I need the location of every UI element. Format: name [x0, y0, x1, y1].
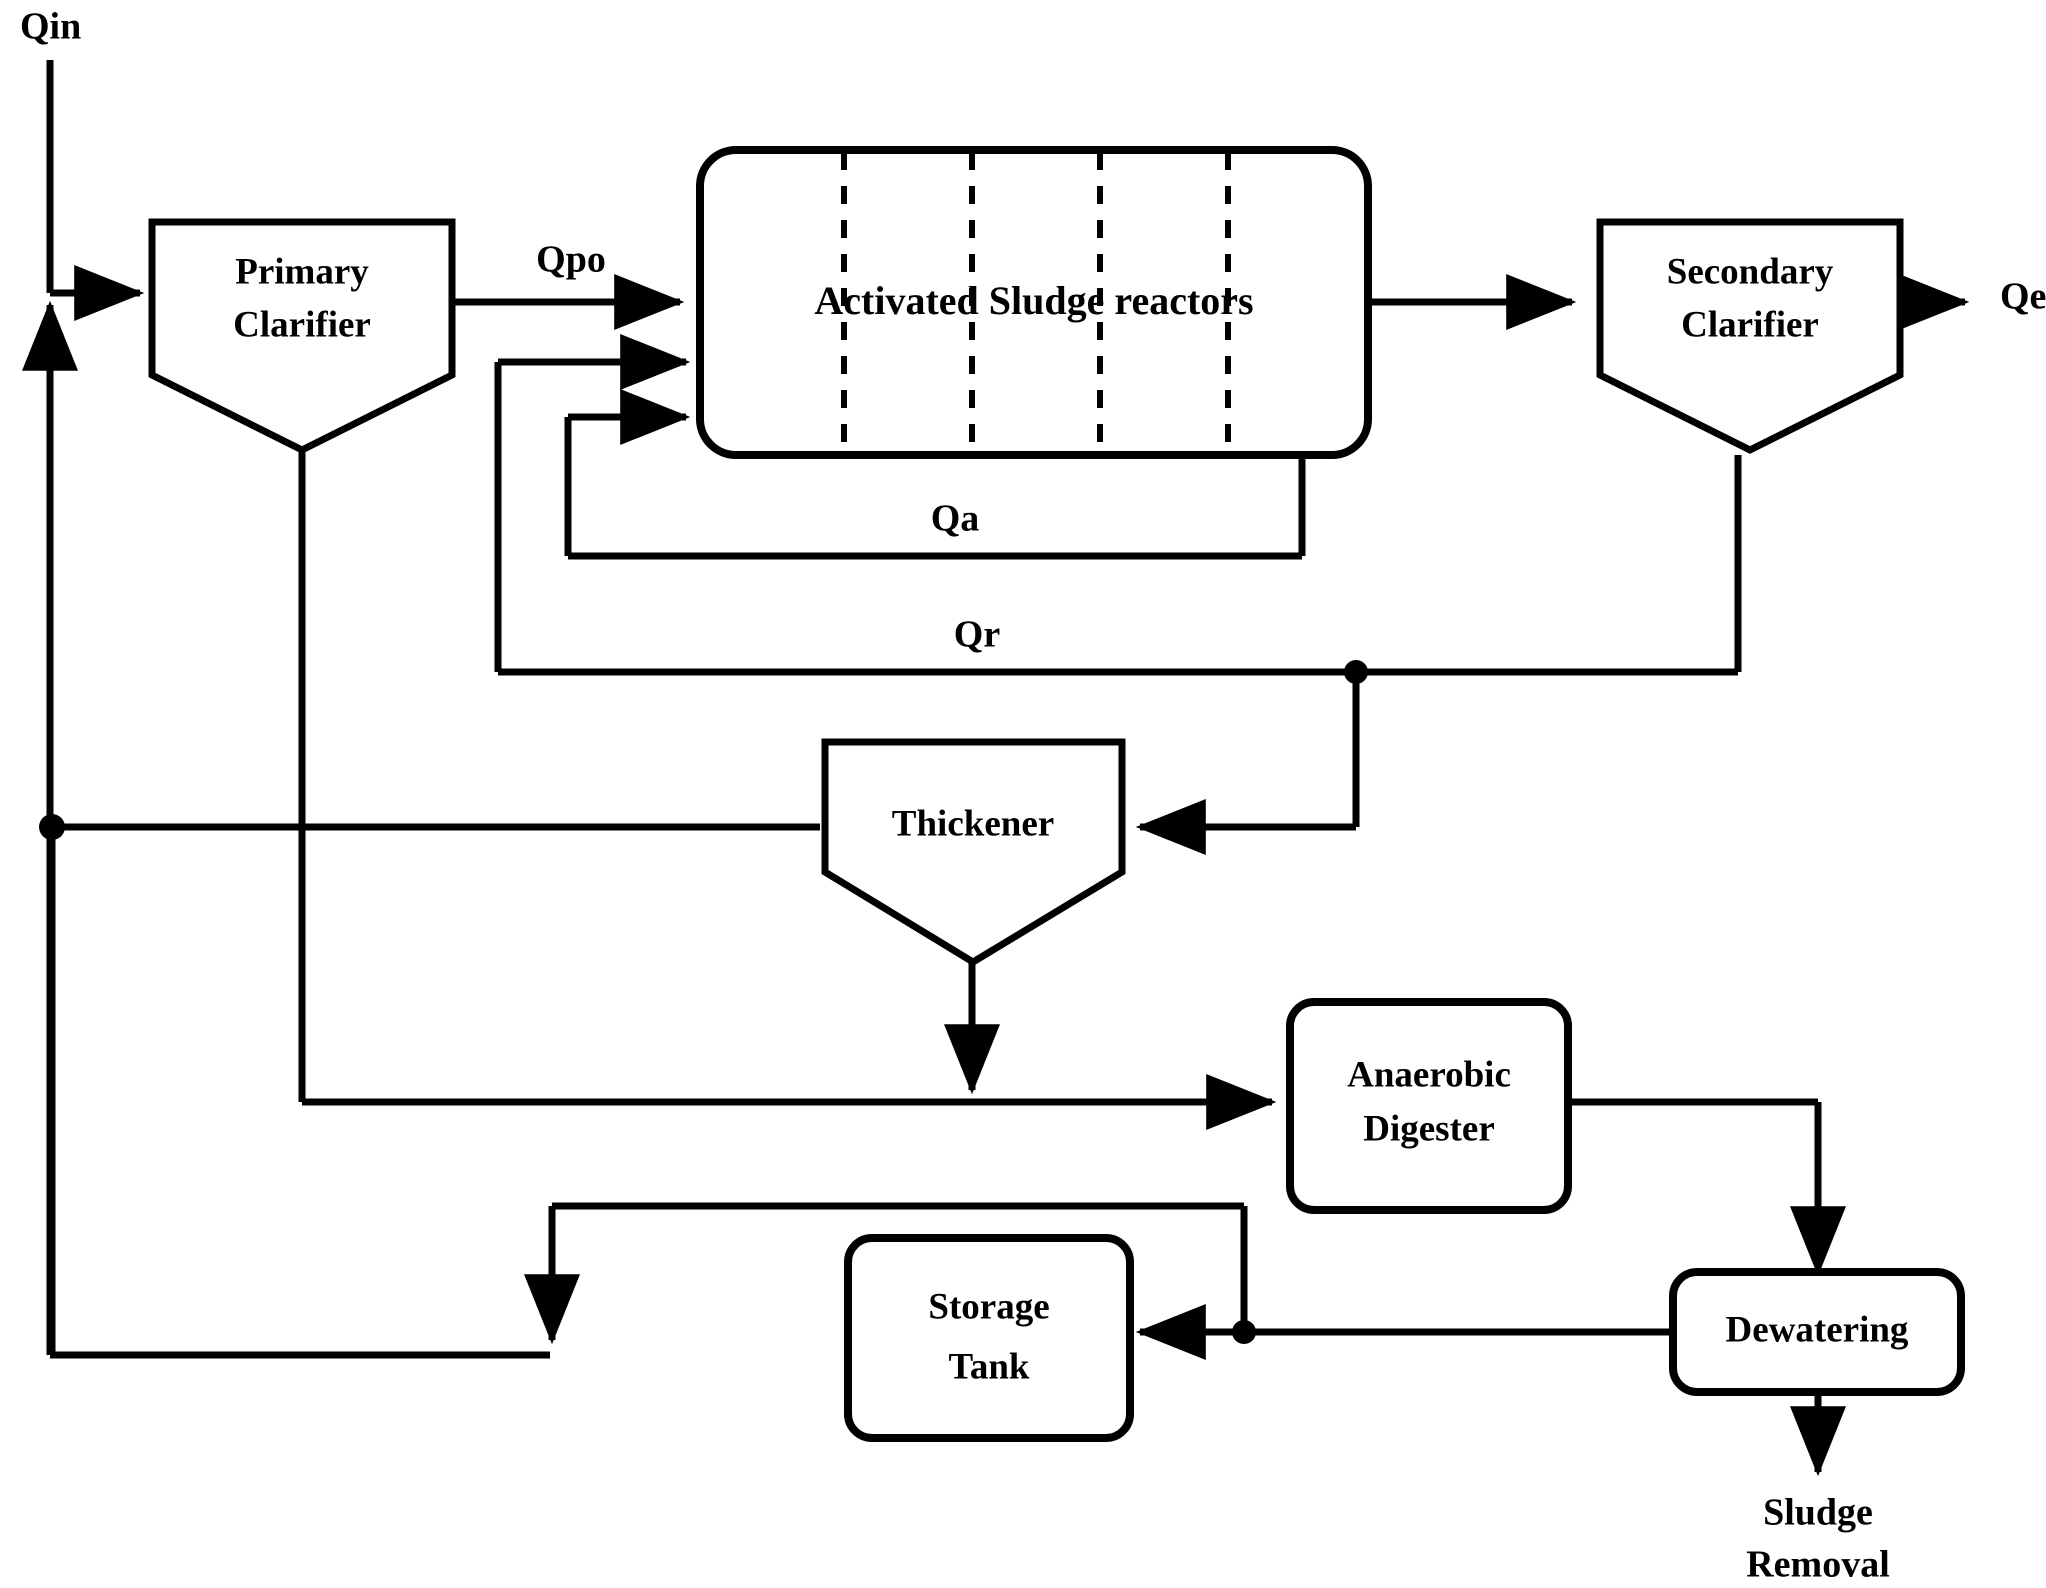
flow-dewatering-to-storage: [1135, 1304, 1673, 1360]
flow-label-qin: Qin: [20, 6, 81, 48]
secondary-clarifier-label-line1: Secondary: [1667, 251, 1834, 292]
flow-thickener-overflow: [39, 814, 820, 840]
flow-primary-underflow: [298, 443, 1277, 1130]
flow-qin-inlet: [46, 60, 145, 321]
flow-label-qa: Qa: [931, 498, 980, 540]
node-thickener[interactable]: Thickener: [821, 738, 1126, 967]
flow-qr-to-thickener: [1135, 660, 1368, 855]
node-storage-tank[interactable]: Storage Tank: [844, 1234, 1134, 1442]
node-dewatering[interactable]: Dewatering: [1669, 1268, 1965, 1396]
node-activated-sludge-reactors[interactable]: Activated Sludge reactors: [696, 146, 1372, 459]
flow-label-sludge-removal-line1: Sludge: [1763, 1492, 1873, 1534]
storage-tank-label-line2: Tank: [949, 1346, 1030, 1387]
flow-label-qr: Qr: [954, 614, 1001, 656]
storage-tank-label-line1: Storage: [928, 1286, 1049, 1327]
flow-label-sludge-removal-line2: Removal: [1746, 1544, 1890, 1586]
thickener-label: Thickener: [892, 803, 1054, 844]
node-anaerobic-digester[interactable]: Anaerobic Digester: [1286, 998, 1572, 1214]
junction-dot-qr: [1344, 660, 1368, 684]
dewatering-label: Dewatering: [1726, 1309, 1909, 1350]
node-secondary-clarifier[interactable]: Secondary Clarifier: [1596, 218, 1904, 454]
flow-digester-to-dewatering: [1568, 1098, 1846, 1277]
primary-clarifier-label-line2: Clarifier: [233, 304, 371, 345]
anaerobic-digester-label-line2: Digester: [1363, 1108, 1495, 1149]
secondary-clarifier-label-line2: Clarifier: [1681, 304, 1819, 345]
primary-clarifier-label-line1: Primary: [235, 251, 369, 292]
flow-label-qe: Qe: [2000, 276, 2046, 318]
activated-sludge-label: Activated Sludge reactors: [814, 278, 1253, 323]
node-primary-clarifier[interactable]: Primary Clarifier: [148, 218, 456, 454]
flow-qr-loop: [494, 334, 1742, 676]
flow-storage-recycle: [524, 1202, 1248, 1345]
flow-label-qpo: Qpo: [536, 239, 606, 281]
flow-qa-loop: [564, 389, 1306, 560]
anaerobic-digester-label-line1: Anaerobic: [1347, 1054, 1511, 1095]
